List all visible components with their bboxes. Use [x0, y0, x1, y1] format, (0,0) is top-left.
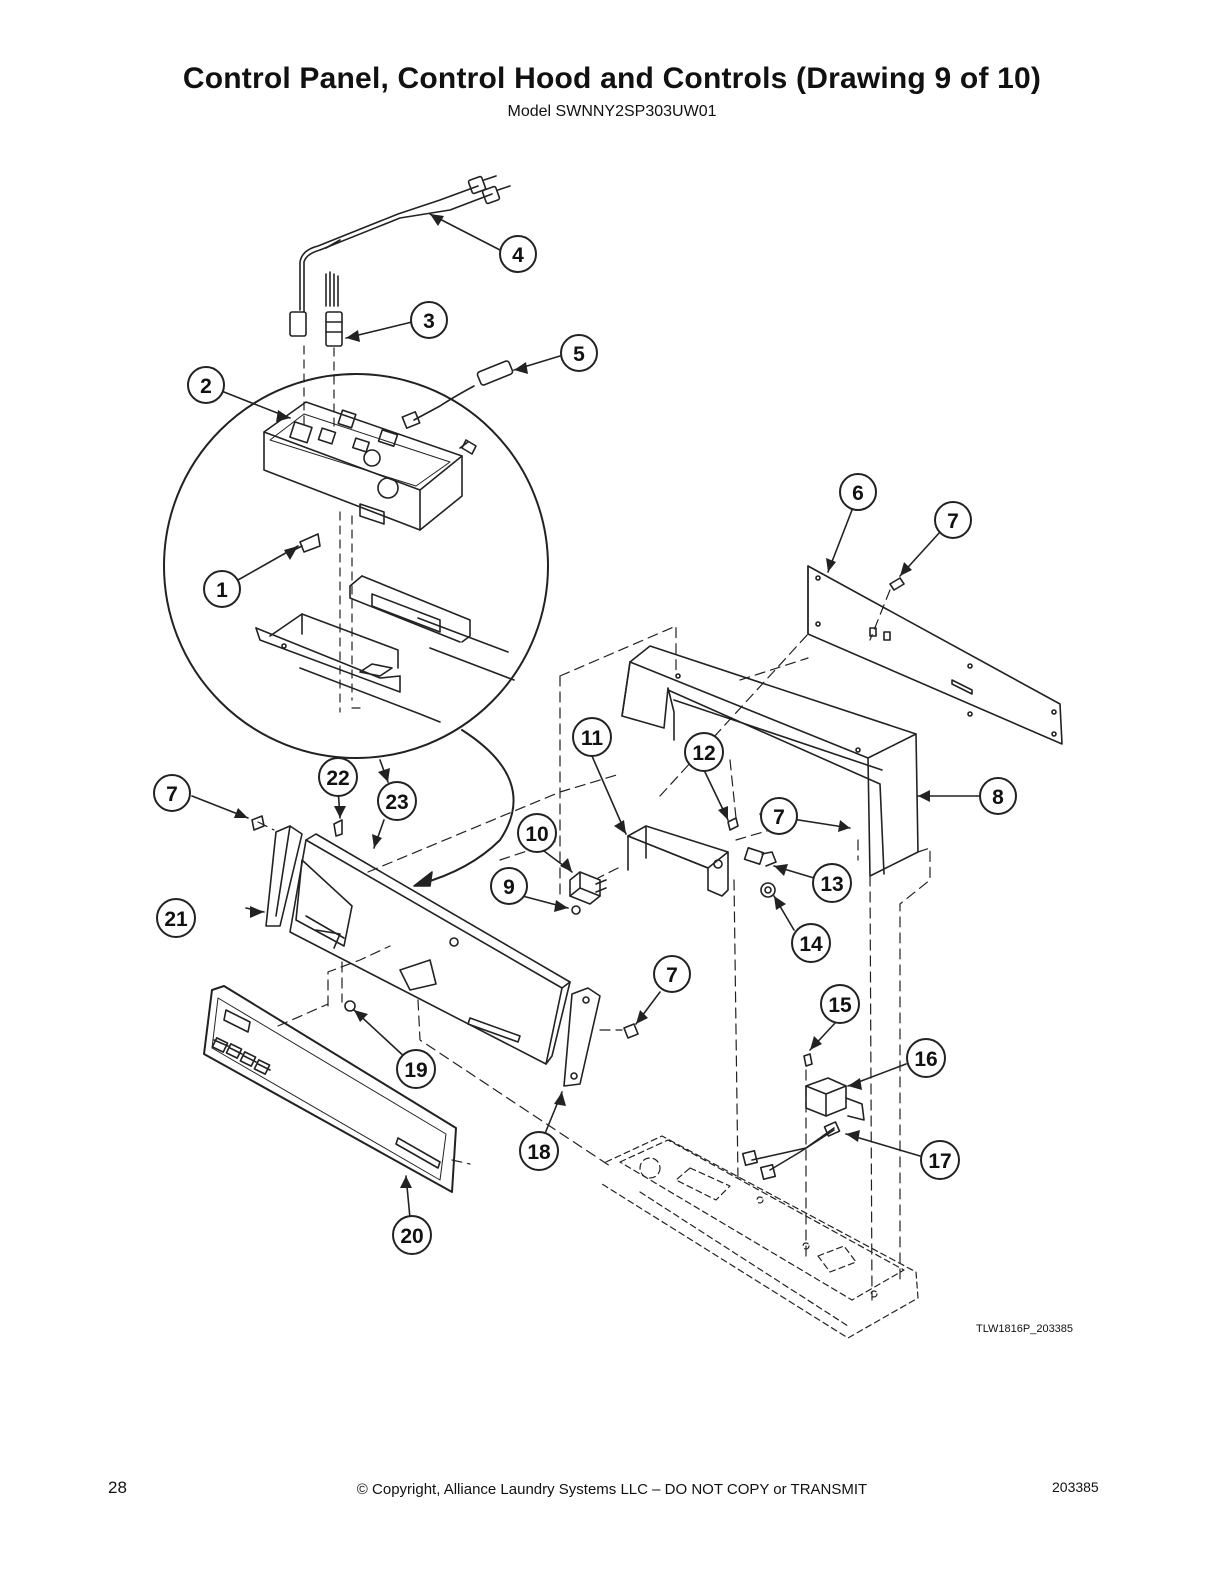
- assembly-guides-upper: [303, 345, 363, 713]
- top-cover-phantom: [601, 1135, 919, 1339]
- callout-label: 2: [200, 375, 212, 398]
- callout-7-right-cap: 7: [653, 955, 691, 993]
- transformer-screw: [803, 1053, 813, 1067]
- page-title: Control Panel, Control Hood and Controls…: [182, 62, 1042, 95]
- callout-7-rear-panel: 7: [934, 501, 972, 539]
- callout-label: 4: [512, 244, 524, 267]
- callout-label: 21: [164, 908, 188, 931]
- transformer-harness: [741, 1121, 841, 1181]
- callout-label: 1: [216, 579, 228, 602]
- callout-label: 10: [525, 823, 548, 846]
- grommet-hole: [764, 886, 772, 894]
- callout-3: 3: [410, 301, 448, 339]
- callout-15: 15: [820, 984, 860, 1024]
- callout-label: 7: [773, 806, 785, 829]
- grommet: [760, 882, 776, 898]
- buzzer-clip: [571, 905, 581, 915]
- callout-label: 17: [928, 1150, 951, 1173]
- callout-label: 22: [326, 767, 349, 790]
- bracket-screw: [727, 817, 739, 831]
- interface-cable: [401, 360, 514, 429]
- callout-1: 1: [203, 570, 241, 608]
- callout-2: 2: [187, 366, 225, 404]
- callout-label: 15: [828, 994, 852, 1017]
- buzzer: [569, 871, 607, 905]
- callout-13: 13: [812, 863, 852, 903]
- switch-terminal: [761, 851, 777, 867]
- callout-label: 5: [573, 343, 585, 366]
- callout-19: 19: [396, 1049, 436, 1089]
- callout-label: 6: [852, 482, 864, 505]
- callout-label: 23: [385, 791, 408, 814]
- assembly-guides-lower: [257, 589, 931, 1301]
- callout-6: 6: [839, 473, 877, 511]
- callout-16: 16: [906, 1038, 946, 1078]
- keypad-overlay: [203, 985, 457, 1193]
- callout-label: 7: [947, 510, 959, 533]
- callout-23: 23: [377, 781, 417, 821]
- callout-10: 10: [517, 813, 557, 853]
- callout-label: 14: [799, 933, 823, 956]
- callout-label: 16: [914, 1048, 937, 1071]
- callout-label: 7: [166, 783, 178, 806]
- model-number: Model SWNNY2SP303UW01: [507, 103, 717, 120]
- callout-label: 18: [527, 1141, 551, 1164]
- callout-label: 13: [820, 873, 843, 896]
- panel-screw: [333, 819, 343, 837]
- document-number: 203385: [1052, 1479, 1099, 1495]
- control-board: [263, 401, 463, 531]
- switch: [743, 847, 765, 865]
- callout-22: 22: [318, 757, 358, 797]
- end-cap-screw-left: [251, 815, 265, 831]
- callout-label: 20: [400, 1225, 423, 1248]
- callout-label: 11: [581, 727, 604, 750]
- callout-20: 20: [392, 1215, 432, 1255]
- callout-21: 21: [156, 898, 196, 938]
- callout-12: 12: [684, 732, 724, 772]
- callout-label: 9: [503, 876, 515, 899]
- rear-panel-screw: [889, 577, 905, 591]
- detail-circle: [163, 373, 549, 887]
- wire-harness: [289, 175, 511, 347]
- drawing-id: TLW1816P_203385: [976, 1323, 1074, 1335]
- callout-14: 14: [791, 923, 831, 963]
- callout-label: 8: [992, 786, 1004, 809]
- copyright-notice: © Copyright, Alliance Laundry Systems LL…: [356, 1481, 868, 1498]
- switch-bracket: [627, 825, 729, 897]
- callout-7-left-cap: 7: [153, 774, 191, 812]
- callout-label: 12: [692, 742, 715, 765]
- plug-button: [344, 1000, 356, 1012]
- right-end-cap: [563, 987, 601, 1087]
- callout-7-hood: 7: [760, 797, 798, 835]
- callout-4: 4: [499, 235, 537, 273]
- control-panel: [289, 833, 571, 1065]
- callout-label: 3: [423, 310, 435, 333]
- callout-label: 7: [666, 964, 678, 987]
- left-end-cap: [265, 825, 303, 927]
- transformer: [805, 1077, 865, 1121]
- callout-11: 11: [572, 717, 612, 757]
- callout-17: 17: [920, 1140, 960, 1180]
- end-cap-screw-right: [623, 1023, 639, 1039]
- callout-5: 5: [560, 334, 598, 372]
- rear-panel: [807, 565, 1063, 745]
- board-screw: [459, 439, 477, 455]
- control-hood: [621, 645, 919, 877]
- leader-arrowheads: [234, 214, 930, 1188]
- callout-8: 8: [979, 777, 1017, 815]
- callout-label: 19: [404, 1059, 427, 1082]
- page-number: 28: [108, 1478, 127, 1497]
- board-bracket: [255, 575, 515, 723]
- callout-9: 9: [490, 867, 528, 905]
- callout-18: 18: [519, 1131, 559, 1171]
